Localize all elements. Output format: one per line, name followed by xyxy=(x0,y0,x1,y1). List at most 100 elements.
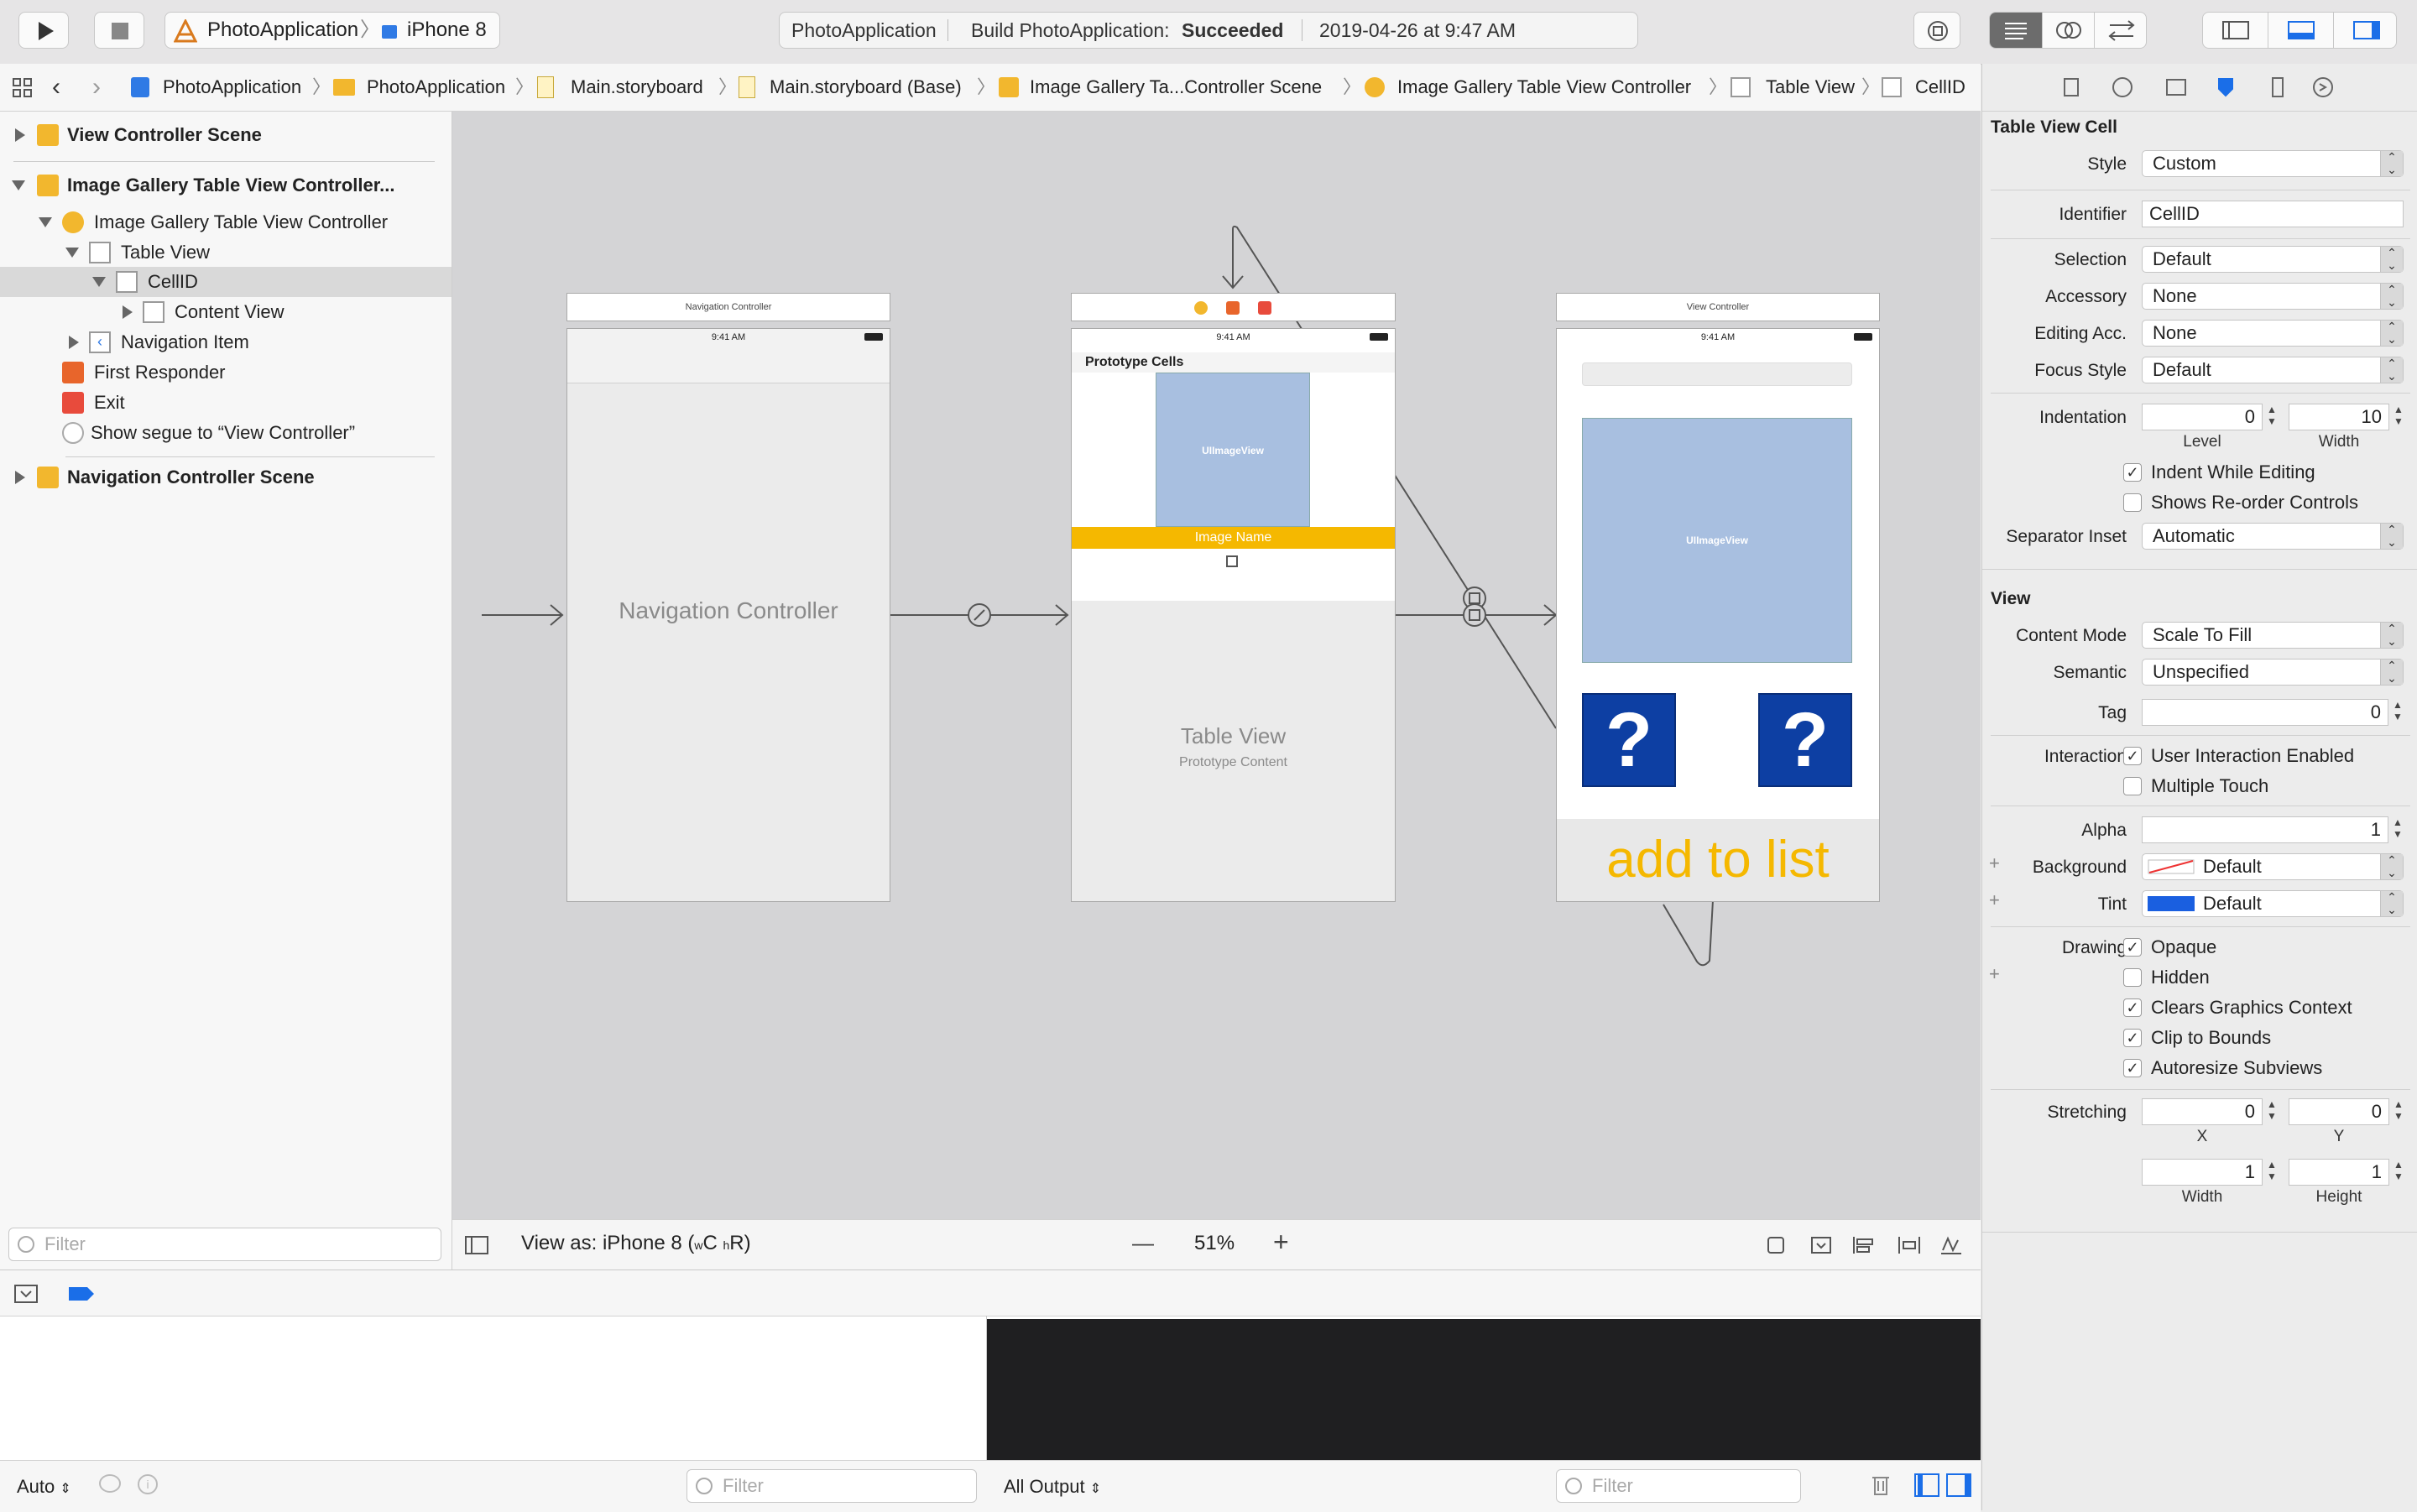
indent-while-editing-checkbox[interactable]: ✓ xyxy=(2123,463,2142,482)
crumb-project[interactable]: PhotoApplication xyxy=(163,76,302,97)
stepper-icon[interactable]: ▲▼ xyxy=(2394,1159,2404,1182)
assistant-editor-button[interactable] xyxy=(2042,13,2095,48)
table-view-controller-scene[interactable]: 9:41 AM Prototype Cells UIImageView Imag… xyxy=(1071,328,1396,902)
image-view[interactable]: UIImageView xyxy=(1156,373,1310,527)
version-editor-button[interactable] xyxy=(2094,13,2146,48)
background-popup[interactable]: Default⌃⌄ xyxy=(2142,853,2404,880)
indentation-width-field[interactable]: 10 xyxy=(2289,404,2389,430)
debug-toggle[interactable] xyxy=(2268,13,2334,48)
content-mode-popup[interactable]: Scale To Fill⌃⌄ xyxy=(2142,622,2404,649)
exit-icon[interactable] xyxy=(1258,301,1271,315)
standard-editor-button[interactable] xyxy=(1990,13,2042,48)
eye-icon[interactable] xyxy=(99,1474,121,1493)
outline-row-image-gallery-controller[interactable]: Image Gallery Table View Controller xyxy=(0,207,452,237)
auto-variables-popup[interactable]: Auto ⇕ xyxy=(17,1476,71,1498)
crumb-storyboard-base[interactable]: Main.storyboard (Base) xyxy=(770,76,962,97)
separator-inset-popup[interactable]: Automatic⌃⌄ xyxy=(2142,523,2404,550)
image-name-label[interactable]: Image Name xyxy=(1072,527,1395,549)
forward-arrow-icon[interactable]: › xyxy=(92,73,101,101)
storyboard-canvas[interactable]: Navigation Controller 9:41 AM Navigation… xyxy=(452,112,1981,1219)
stretch-x-field[interactable]: 0 xyxy=(2142,1098,2263,1125)
hide-debug-icon[interactable] xyxy=(13,1284,39,1304)
tint-popup[interactable]: Default⌃⌄ xyxy=(2142,890,2404,917)
prototype-cell[interactable]: UIImageView Image Name xyxy=(1072,373,1395,601)
outline-row-content-view[interactable]: Content View xyxy=(0,297,452,327)
outline-row-segue[interactable]: Show segue to “View Controller” xyxy=(0,418,452,448)
outline-row-cell-selected[interactable]: CellID xyxy=(0,267,452,297)
opaque-checkbox[interactable]: ✓ xyxy=(2123,938,2142,957)
navigator-toggle[interactable] xyxy=(2203,13,2268,48)
vc-title-bar[interactable]: View Controller xyxy=(1556,293,1880,321)
output-selector[interactable]: All Output ⇕ xyxy=(1004,1476,1101,1498)
view-as-label[interactable]: View as: iPhone 8 (wC hR) xyxy=(521,1232,751,1255)
clip-bounds-checkbox[interactable]: ✓ xyxy=(2123,1029,2142,1047)
zoom-out-button[interactable]: — xyxy=(1132,1230,1154,1255)
image-view[interactable]: UIImageView xyxy=(1582,418,1852,663)
add-variation-icon[interactable]: + xyxy=(1989,963,2000,984)
tvc-title-bar[interactable] xyxy=(1071,293,1396,321)
stepper-icon[interactable]: ▲▼ xyxy=(2267,1159,2277,1182)
disclosure-down-icon[interactable] xyxy=(92,277,106,287)
console-output[interactable] xyxy=(987,1319,1981,1460)
editing-accessory-popup[interactable]: None⌃⌄ xyxy=(2142,320,2404,347)
stepper-icon[interactable]: ▲▼ xyxy=(2393,816,2403,840)
identifier-field[interactable]: CellID xyxy=(2142,201,2404,227)
controller-icon[interactable] xyxy=(1194,301,1208,315)
disclosure-down-icon[interactable] xyxy=(39,217,52,227)
outline-row-navigation-controller-scene[interactable]: Navigation Controller Scene xyxy=(0,462,452,493)
disclosure-right-icon[interactable] xyxy=(15,128,25,142)
text-field[interactable] xyxy=(1582,362,1852,386)
alpha-field[interactable]: 1 xyxy=(2142,816,2388,843)
stepper-icon[interactable]: ▲▼ xyxy=(2393,699,2403,722)
scheme-selector[interactable]: PhotoApplication 〉 iPhone 8 xyxy=(164,12,500,49)
crumb-controller[interactable]: Image Gallery Table View Controller xyxy=(1397,76,1692,97)
disclosure-right-icon[interactable] xyxy=(15,471,25,484)
add-variation-icon[interactable]: + xyxy=(1989,852,2000,873)
multiple-touch-checkbox[interactable] xyxy=(2123,777,2142,795)
crumb-scene[interactable]: Image Gallery Ta...Controller Scene xyxy=(1030,76,1323,97)
tag-field[interactable]: 0 xyxy=(2142,699,2388,726)
run-button[interactable] xyxy=(18,12,69,49)
shows-reorder-checkbox[interactable] xyxy=(2123,493,2142,512)
indentation-level-field[interactable]: 0 xyxy=(2142,404,2263,430)
stepper-icon[interactable]: ▲▼ xyxy=(2394,1098,2404,1122)
info-icon[interactable]: i xyxy=(138,1474,158,1494)
accessory-popup[interactable]: None⌃⌄ xyxy=(2142,283,2404,310)
crumb-storyboard[interactable]: Main.storyboard xyxy=(571,76,703,97)
outline-row-image-gallery-scene[interactable]: Image Gallery Table View Controller... xyxy=(0,170,452,201)
user-interaction-checkbox[interactable]: ✓ xyxy=(2123,747,2142,765)
selection-popup[interactable]: Default⌃⌄ xyxy=(2142,246,2404,273)
outline-row-view-controller-scene[interactable]: View Controller Scene xyxy=(0,120,452,150)
outline-toggle-icon[interactable] xyxy=(464,1235,489,1255)
stretch-height-field[interactable]: 1 xyxy=(2289,1159,2389,1186)
hidden-checkbox[interactable] xyxy=(2123,968,2142,987)
trash-icon[interactable] xyxy=(1870,1473,1892,1498)
focus-style-popup[interactable]: Default⌃⌄ xyxy=(2142,357,2404,383)
outline-row-first-responder[interactable]: First Responder xyxy=(0,357,452,388)
stop-button[interactable] xyxy=(94,12,144,49)
clears-graphics-checkbox[interactable]: ✓ xyxy=(2123,998,2142,1017)
stepper-icon[interactable]: ▲▼ xyxy=(2267,1098,2277,1122)
variables-filter[interactable]: Filter xyxy=(686,1469,977,1503)
disclosure-down-icon[interactable] xyxy=(65,248,79,258)
question-mark-icon[interactable]: ? xyxy=(1582,693,1676,787)
stretch-y-field[interactable]: 0 xyxy=(2289,1098,2389,1125)
semantic-popup[interactable]: Unspecified⌃⌄ xyxy=(2142,659,2404,686)
outline-row-navigation-item[interactable]: ‹ Navigation Item xyxy=(0,327,452,357)
crumb-folder[interactable]: PhotoApplication xyxy=(367,76,506,97)
add-variation-icon[interactable]: + xyxy=(1989,889,2000,910)
disclosure-down-icon[interactable] xyxy=(12,180,25,190)
crumb-cell[interactable]: CellID xyxy=(1915,76,1965,97)
style-popup[interactable]: Custom⌃⌄ xyxy=(2142,150,2404,177)
stepper-icon[interactable]: ▲▼ xyxy=(2267,404,2277,427)
outline-row-exit[interactable]: Exit xyxy=(0,388,452,418)
grid-icon[interactable] xyxy=(12,77,34,99)
resize-handle[interactable] xyxy=(1226,555,1238,567)
breakpoints-icon[interactable] xyxy=(67,1285,96,1302)
zoom-in-button[interactable]: + xyxy=(1273,1227,1289,1257)
nav-controller-scene[interactable]: 9:41 AM Navigation Controller xyxy=(566,328,890,902)
autoresize-checkbox[interactable]: ✓ xyxy=(2123,1059,2142,1077)
view-controller-scene[interactable]: 9:41 AM UIImageView ? ? add to list xyxy=(1556,328,1880,902)
back-arrow-icon[interactable]: ‹ xyxy=(52,73,60,101)
disclosure-right-icon[interactable] xyxy=(123,305,133,319)
